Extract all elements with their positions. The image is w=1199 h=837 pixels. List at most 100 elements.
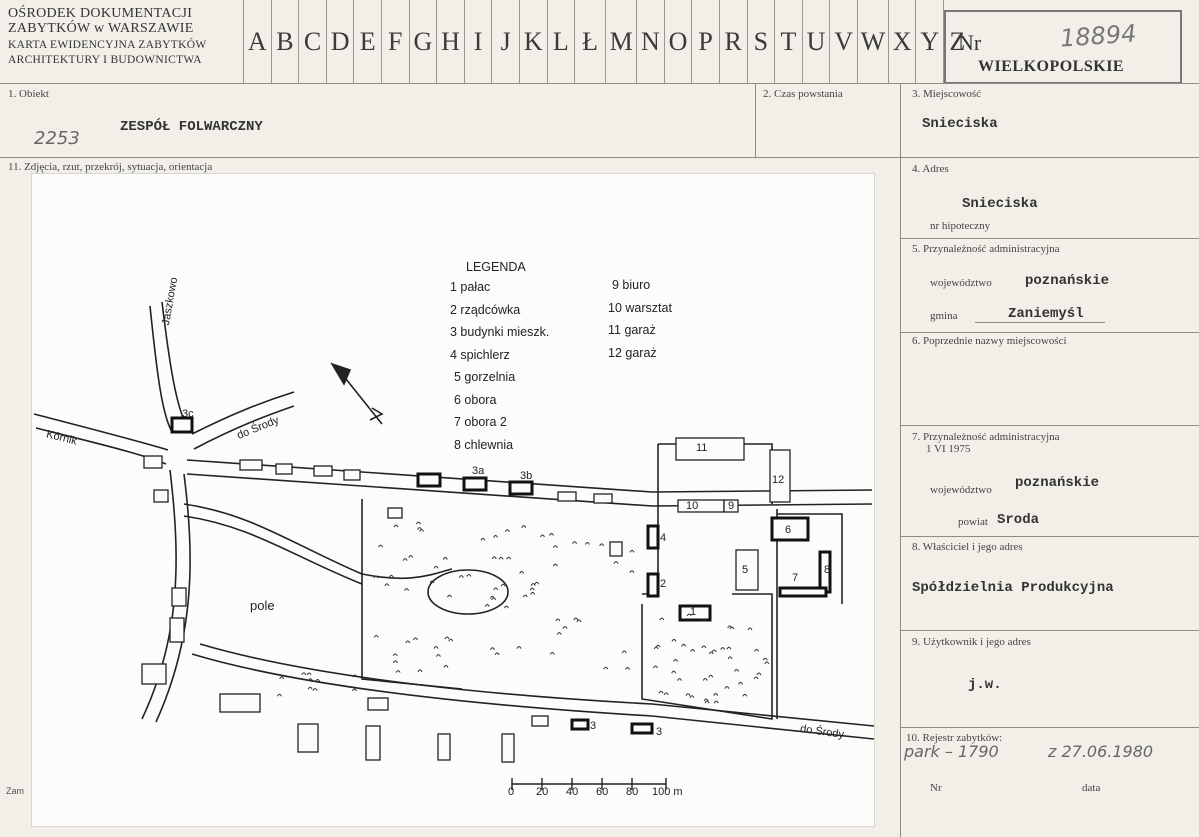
tree-mark — [405, 640, 411, 644]
tree-mark — [384, 583, 390, 587]
scale-label-5: 100 m — [652, 786, 683, 798]
road-south-east-edge — [199, 643, 874, 727]
outbuilding-yard — [609, 541, 623, 557]
mortgage-label: nr hipoteczny — [930, 220, 991, 232]
tree-mark — [433, 646, 439, 649]
tree-mark — [404, 588, 410, 591]
alphabet-letter-5: F — [380, 0, 409, 83]
tree-mark — [685, 693, 691, 696]
road-south-east — [191, 653, 874, 740]
tree-mark — [530, 583, 536, 586]
outbuilding-west-road-2 — [169, 617, 185, 643]
alphabet-letter-7: H — [436, 0, 464, 83]
alphabet-letter-2: C — [298, 0, 326, 83]
tree-mark — [503, 605, 509, 609]
tree-mark — [277, 693, 282, 697]
tree-mark — [417, 527, 422, 530]
tree-mark — [447, 594, 452, 598]
tree-mark — [393, 660, 398, 664]
alphabet-letter-13: M — [605, 0, 636, 83]
tree-mark — [671, 670, 677, 674]
admin-1975-label: 7. Przynależność administracyjna — [912, 431, 1060, 443]
tree-mark — [534, 581, 540, 585]
address-value: Snieciska — [962, 196, 1038, 212]
tree-mark — [726, 646, 732, 650]
num-3b: 3b — [520, 470, 533, 482]
former-names-label: 6. Poprzednie nazwy miejscowości — [912, 335, 1067, 347]
tree-mark — [727, 656, 733, 660]
outbuilding-n-2 — [275, 463, 293, 475]
building-11 — [675, 437, 745, 461]
building-10 — [677, 499, 725, 513]
tree-mark — [392, 653, 398, 657]
object-label: 1. Obiekt — [8, 88, 49, 100]
tree-mark — [703, 698, 709, 702]
tree-mark — [493, 535, 499, 538]
num-12: 12 — [772, 474, 785, 486]
road-sroda-upper — [191, 391, 295, 435]
scale-label-0: 0 — [508, 786, 515, 798]
field-path-edge — [183, 515, 363, 585]
register-label: 10. Rejestr zabytków: — [906, 732, 1003, 744]
alphabet-letter-24: Y — [915, 0, 943, 83]
tree-mark — [653, 665, 658, 669]
outbuilding-n-1 — [239, 459, 263, 471]
row1-divider — [0, 157, 1199, 158]
tree-mark — [429, 580, 435, 584]
alphabet-letter-15: O — [663, 0, 692, 83]
outbuilding-n-5 — [557, 491, 577, 502]
row-divider-7 — [900, 425, 1199, 426]
object-value: ZESPÓŁ FOLWARCZNY — [120, 119, 263, 135]
alphabet-letter-11: L — [546, 0, 575, 83]
tree-mark — [494, 652, 500, 656]
tree-mark — [417, 669, 423, 673]
user-label: 9. Użytkownik i jego adres — [912, 636, 1031, 648]
tree-mark — [747, 627, 753, 631]
tree-mark — [658, 690, 664, 694]
row-divider-9 — [900, 630, 1199, 631]
commune-label: gmina — [930, 310, 958, 322]
locality-value: Snieciska — [922, 116, 998, 132]
tree-mark — [480, 537, 486, 541]
tree-mark — [701, 645, 707, 649]
outbuilding-south-3 — [365, 725, 381, 761]
tree-mark — [711, 649, 717, 653]
alphabet-letter-20: U — [801, 0, 830, 83]
road-sroda-upper-edge — [193, 405, 295, 450]
locality-label: 3. Miejscowość — [912, 88, 982, 100]
tree-mark — [443, 664, 449, 668]
alphabet-letter-8: I — [463, 0, 492, 83]
tree-mark — [585, 542, 590, 545]
outbuilding-w-1 — [143, 455, 163, 469]
outbuilding-west-road-3 — [141, 663, 167, 685]
tree-mark — [448, 638, 454, 642]
owner-label: 8. Właściciel i jego adres — [912, 541, 1023, 553]
num-5: 5 — [742, 564, 749, 576]
row-divider-10 — [900, 727, 1199, 728]
tree-mark — [395, 670, 401, 673]
alphabet-letter-18: S — [746, 0, 775, 83]
num-3c: 3c — [182, 408, 194, 420]
col-divider-right — [900, 83, 901, 837]
voivodeship-value: poznańskie — [1025, 273, 1110, 289]
tree-mark — [686, 613, 692, 617]
tree-mark — [621, 650, 627, 654]
north-arrow-tick — [369, 407, 384, 421]
org-name-line-2: ZABYTKÓW w WARSZAWIE — [8, 21, 194, 36]
row-divider-5 — [900, 238, 1199, 239]
tree-mark — [720, 647, 726, 650]
outbuilding-south-7 — [531, 715, 549, 727]
alphabet-letter-22: W — [856, 0, 888, 83]
road-main-east-edge — [186, 459, 873, 493]
tree-mark — [738, 681, 744, 685]
tree-mark — [315, 679, 321, 682]
pond — [427, 569, 509, 615]
commune-value: Zaniemyśl — [1008, 306, 1084, 322]
tree-mark — [572, 541, 578, 545]
register-number-label: Nr — [958, 30, 982, 55]
outbuilding-south-1 — [219, 693, 261, 713]
num-7: 7 — [792, 572, 799, 584]
voivodeship-label: województwo — [930, 277, 992, 289]
